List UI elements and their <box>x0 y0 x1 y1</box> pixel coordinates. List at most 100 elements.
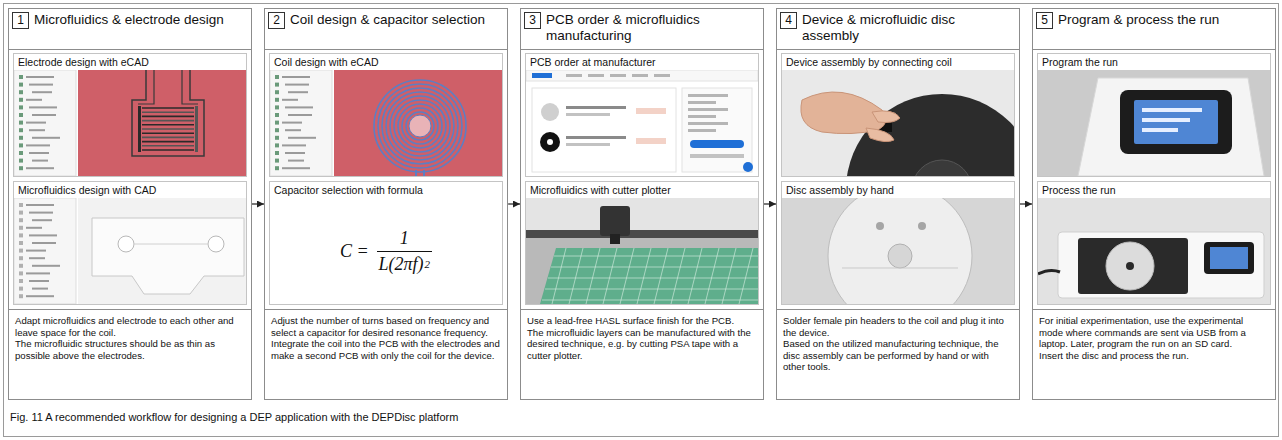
image-panel: Electrode design with eCAD <box>13 53 247 177</box>
layout-element <box>1038 198 1270 304</box>
illustration-shape <box>688 101 716 104</box>
illustration-shape <box>282 99 298 101</box>
illustration-shape <box>654 248 668 304</box>
description-text: Based on the utilized manufacturing tech… <box>777 338 1019 373</box>
illustration-shape <box>19 249 23 253</box>
illustration-shape <box>19 211 23 215</box>
illustration-shape <box>382 88 458 164</box>
image-panel: Microfluidics with cutter plotter <box>525 181 759 305</box>
illustration-shape <box>828 198 972 304</box>
illustration-shape <box>912 160 972 176</box>
illustration-shape <box>132 70 204 156</box>
formula-exponent: 2 <box>424 254 431 272</box>
illustration-shape <box>32 137 60 139</box>
illustration-shape <box>671 248 685 304</box>
illustration-shape <box>142 149 194 151</box>
description-text: The microfluidic structures should be as… <box>9 338 251 361</box>
illustration-shape <box>409 115 431 137</box>
illustration-shape <box>540 132 560 152</box>
illustration-shape <box>26 76 54 78</box>
image-subtitle: Program the run <box>1038 54 1270 69</box>
illustration-shape <box>282 76 310 78</box>
illustration-shape <box>29 234 57 236</box>
image-panel: Process the run <box>1037 181 1271 305</box>
illustration <box>14 198 246 304</box>
illustration-shape <box>142 141 194 143</box>
description-box: For initial experimentation, use the exp… <box>1033 309 1275 399</box>
formula-term: C = <box>340 241 369 261</box>
illustration-shape <box>542 300 758 301</box>
illustration-shape <box>270 70 502 176</box>
description-text: Use a lead-free HASL surface finish for … <box>521 315 763 327</box>
illustration <box>1038 198 1270 304</box>
illustration-shape <box>285 152 305 154</box>
illustration-shape <box>1106 242 1154 290</box>
illustration-shape <box>19 294 23 298</box>
step-number: 3 <box>524 12 541 29</box>
illustration-shape <box>275 121 279 125</box>
illustration-shape <box>722 248 736 304</box>
illustration-shape <box>688 129 716 132</box>
illustration-shape <box>374 80 466 172</box>
step-panel: Program & process the run5Program the ru… <box>1032 8 1276 400</box>
illustration-shape <box>275 128 279 132</box>
step-number-text: 4 <box>781 13 796 28</box>
step-number: 5 <box>1036 12 1053 29</box>
outer-border <box>4 4 1279 437</box>
illustration-shape <box>26 250 46 252</box>
illustration-shape <box>288 114 312 116</box>
illustration-shape <box>19 75 23 79</box>
illustration-shape <box>19 128 23 132</box>
step-number-text: 3 <box>525 13 540 28</box>
illustration-shape <box>406 112 434 140</box>
image-subtitle: Device assembly by connecting coil <box>782 54 1014 69</box>
illustration-shape <box>402 108 438 144</box>
header-rule <box>265 49 507 50</box>
illustration-shape <box>586 248 600 304</box>
flow-arrow <box>508 203 520 204</box>
illustration-shape <box>134 244 208 245</box>
layout-element <box>1038 70 1270 176</box>
illustration-shape <box>688 108 728 111</box>
illustration-shape <box>378 84 462 168</box>
illustration-shape <box>918 222 926 230</box>
layout-element <box>14 70 246 176</box>
illustration-shape <box>547 139 553 145</box>
illustration-shape <box>636 138 666 144</box>
illustration-shape <box>888 244 912 268</box>
illustration-shape <box>32 265 60 267</box>
step-panel: Coil design & capacitor selection2Coil d… <box>264 8 508 400</box>
formula-numerator: 1 <box>400 228 409 251</box>
illustration-shape <box>603 248 617 304</box>
illustration <box>1038 70 1270 176</box>
illustration-shape <box>142 132 194 134</box>
illustration-shape <box>142 128 194 130</box>
illustration-shape <box>1038 270 1060 274</box>
illustration-shape <box>288 160 304 162</box>
illustration-shape <box>26 167 54 169</box>
illustration-shape <box>1204 242 1254 274</box>
illustration-shape <box>275 136 279 140</box>
formula-denominator-base: L(2πf) <box>379 254 424 275</box>
illustration-shape <box>26 272 50 274</box>
illustration-shape <box>19 151 23 155</box>
illustration-shape <box>29 129 45 131</box>
illustration-shape <box>398 104 442 148</box>
flow-arrow <box>252 203 264 204</box>
illustration-shape <box>705 248 719 304</box>
illustration-shape <box>688 122 728 125</box>
step-number-text: 5 <box>1037 13 1052 28</box>
illustration-shape <box>32 91 52 93</box>
illustration-shape <box>19 279 23 283</box>
illustration-shape <box>386 92 454 160</box>
illustration-shape <box>1058 232 1264 298</box>
illustration-shape <box>1142 128 1178 132</box>
image-subtitle: Disc assembly by hand <box>782 182 1014 197</box>
layout-element <box>526 70 758 176</box>
illustration-shape <box>552 248 566 304</box>
illustration-shape <box>29 106 57 108</box>
illustration-shape <box>26 122 46 124</box>
illustration-shape <box>138 106 141 152</box>
illustration-shape <box>118 236 134 252</box>
illustration-shape <box>208 236 224 252</box>
